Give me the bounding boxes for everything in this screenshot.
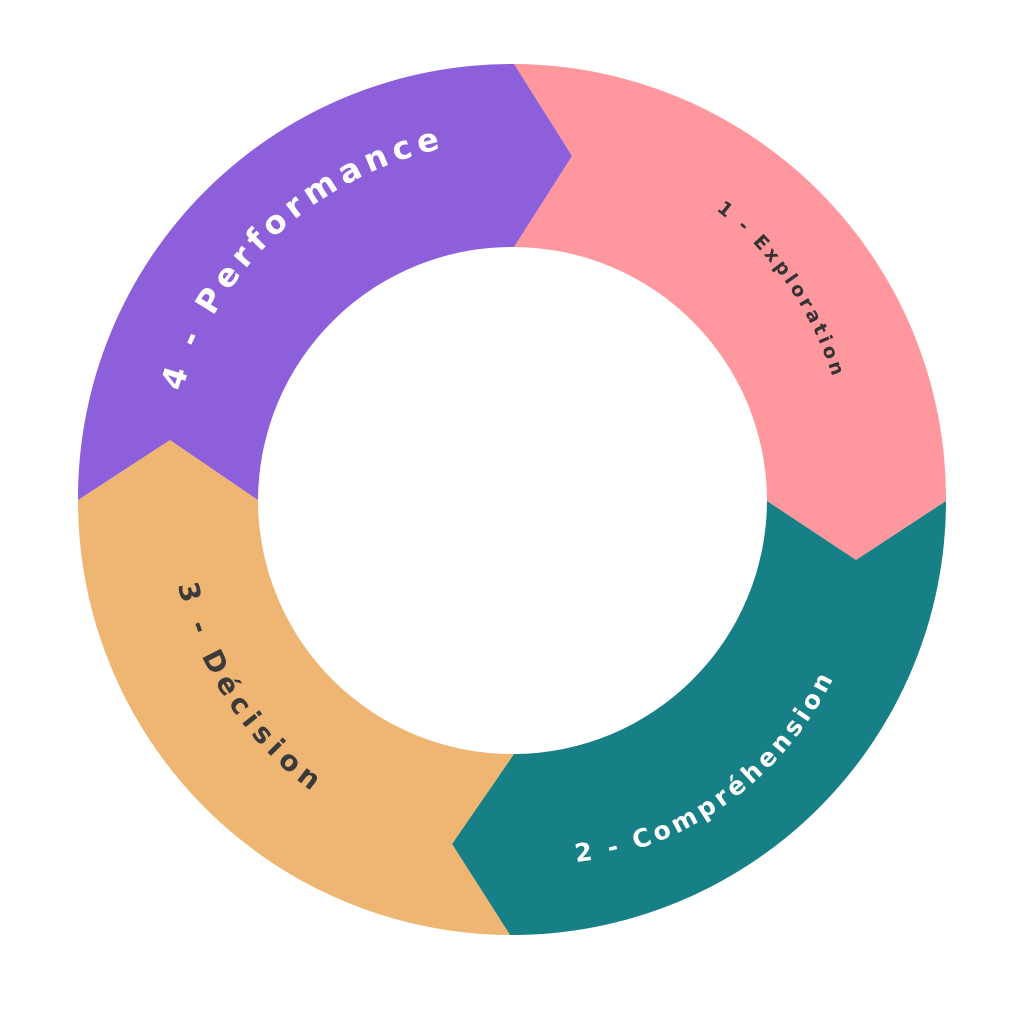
segment-comprehension <box>452 501 946 936</box>
segment-decision <box>77 440 514 935</box>
cycle-segments <box>77 63 947 936</box>
segment-exploration <box>514 64 947 560</box>
segment-performance <box>77 63 573 501</box>
